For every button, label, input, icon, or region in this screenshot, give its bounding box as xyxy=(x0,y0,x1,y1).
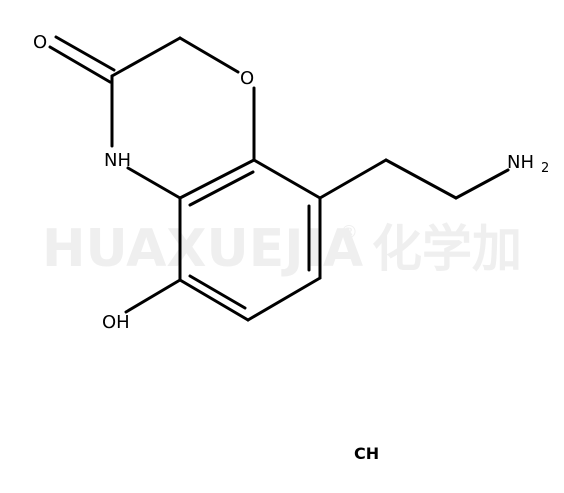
bonds xyxy=(48,35,510,322)
watermark-registered: ® xyxy=(340,222,358,243)
atom-amine: NH xyxy=(507,152,534,173)
atom-labels: O O NH NH 2 OH xyxy=(33,32,549,333)
bond-c8-ch2 xyxy=(318,158,388,200)
bond-c5-oh xyxy=(124,278,182,314)
bond-c2-o1 xyxy=(178,36,240,74)
atom-ring-oxygen: O xyxy=(240,68,254,89)
bond-n4-c4a xyxy=(126,166,182,200)
watermark-cjk: 化学加 xyxy=(372,220,522,278)
bond-c4a-c8a xyxy=(178,158,256,200)
bond-carbonyl-1 xyxy=(48,45,112,84)
watermark-latin: HUAXUEJIA xyxy=(42,219,363,279)
bond-c8a-c8 xyxy=(252,158,322,200)
atom-hydroxyl: OH xyxy=(102,312,130,333)
bond-ch2-nh2 xyxy=(454,168,510,200)
bond-carbonyl-2 xyxy=(54,35,116,72)
atom-amine-subscript: 2 xyxy=(541,161,549,176)
bond-ch2-ch2 xyxy=(384,158,458,200)
bond-c7-c6 xyxy=(246,276,322,322)
bond-c3-c2 xyxy=(110,36,182,78)
bond-c6-c5 xyxy=(178,278,250,322)
bond-c6-c5-inner xyxy=(188,274,247,310)
salt-label: CH xyxy=(354,444,379,463)
atom-nh: NH xyxy=(104,150,131,171)
bond-c4a-c8a-inner xyxy=(188,170,255,207)
atom-carbonyl-oxygen: O xyxy=(33,32,47,53)
watermark: HUAXUEJIA ® 化学加 xyxy=(42,219,522,279)
